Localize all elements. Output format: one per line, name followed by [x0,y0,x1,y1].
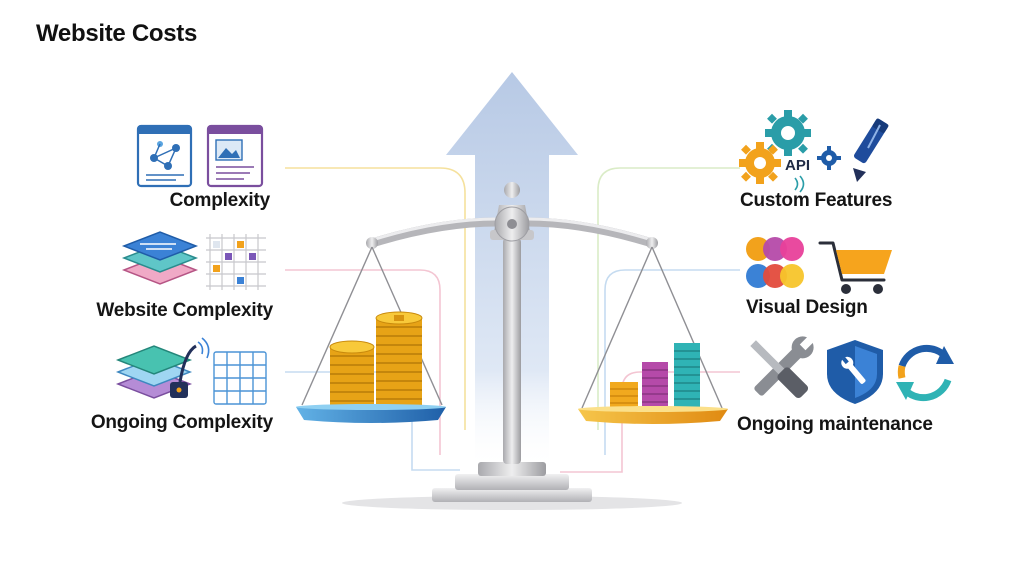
refresh-cycle-icon [896,344,954,402]
connector-yellow-left [285,167,466,430]
scale-beam [366,206,658,249]
right-pan [578,343,728,424]
wrench-screwdriver-icon [750,336,814,399]
left-pan [296,311,446,423]
stack-orange [610,382,638,410]
stack-teal [674,343,700,410]
network-browser-icon [136,124,193,188]
table-grid-icon [213,351,267,405]
label-visual-design: Visual Design [746,297,868,318]
label-complexity: Complexity [169,190,271,211]
api-badge: API [785,157,810,174]
layers-lock-icon [115,337,210,399]
image-browser-icon [206,124,264,188]
gear-orange-icon [739,142,781,184]
shopping-cart-icon [818,241,892,294]
gear-blue-icon [817,146,841,170]
coin-stack-short [329,340,375,408]
layers-stack-icon [121,231,199,285]
page-title: Website Costs [36,20,198,47]
base-shadow [342,496,682,510]
label-ongoing-complexity: Ongoing Complexity [90,412,273,433]
shield-wrench-icon [827,340,883,404]
label-website-complexity: Website Complexity [96,300,273,321]
connector-green-right [597,167,740,430]
stack-purple [642,362,668,410]
connector-pink-left [285,269,441,455]
pen-icon [853,118,889,182]
label-ongoing-maintenance: Ongoing maintenance [737,414,933,435]
color-palette-icon [746,237,804,288]
label-custom-features: Custom Features [740,190,893,211]
connector-blue-right [604,269,740,455]
scale-base [432,462,592,502]
gears-api-icon: API [739,110,841,193]
grid-chart-icon [206,234,266,290]
coin-stack-tall [375,311,423,408]
